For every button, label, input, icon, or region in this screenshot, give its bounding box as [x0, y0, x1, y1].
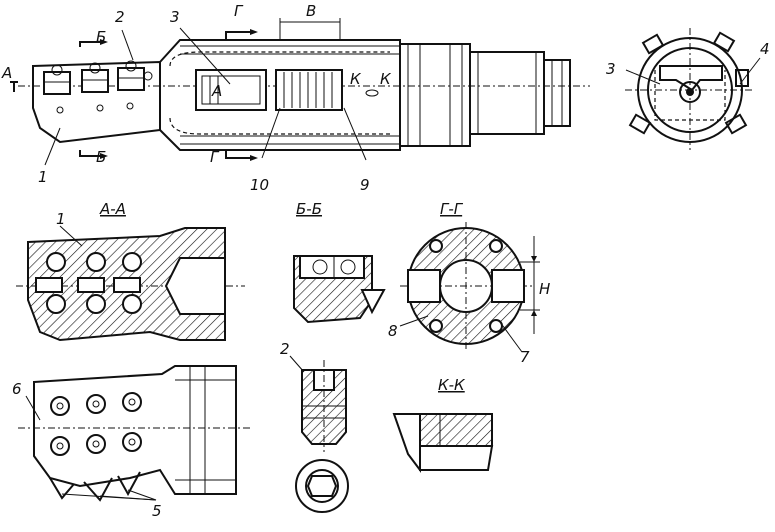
end-callout-3: 3 — [606, 60, 616, 78]
section-bb-title: Б-Б — [296, 200, 322, 218]
gg-callout-8: 8 — [388, 322, 398, 340]
dim-v-label: В — [306, 2, 316, 20]
gg-callout-7: 7 — [520, 348, 530, 366]
threaded-shank — [469, 51, 545, 135]
detail-2-screw: 2 — [280, 340, 349, 513]
callout-10: 10 — [250, 176, 269, 194]
aa-callout-1: 1 — [56, 210, 66, 228]
callout-1: 1 — [38, 168, 48, 186]
section-k-left-label: К — [350, 70, 362, 88]
callout-3: 3 — [170, 8, 180, 26]
bottom-view: 6 5 — [12, 365, 250, 520]
aa-insert-holes — [35, 252, 142, 314]
leader-2 — [121, 29, 134, 61]
section-b-top-label: Б — [96, 28, 106, 46]
section-aa-title: А-А — [99, 200, 126, 218]
end-view: 3 4 — [606, 28, 770, 150]
leader-10 — [261, 107, 281, 159]
bottom-callout-6: 6 — [12, 380, 22, 398]
bottom-callout-5: 5 — [152, 502, 162, 520]
section-b-arrow-bottom — [79, 150, 100, 157]
slot-3 — [195, 69, 267, 111]
leader-3 — [179, 27, 231, 85]
detail-callout-2: 2 — [280, 340, 290, 358]
section-kk-title: К-К — [438, 376, 466, 394]
section-g-arrow-top — [225, 31, 250, 40]
gg-dim-h: Н — [539, 280, 550, 298]
section-g-bottom-label: Г — [210, 148, 220, 166]
section-g-arrow-bottom — [225, 150, 250, 159]
section-b-bottom-label: Б — [96, 148, 106, 166]
section-kk: К-К — [392, 376, 494, 473]
leader-1 — [44, 127, 61, 166]
end-callout-4: 4 — [760, 40, 770, 58]
slot-window — [275, 69, 343, 111]
section-bb: Б-Б — [293, 200, 386, 324]
section-g-top-label: Г — [234, 2, 244, 20]
callout-2: 2 — [115, 8, 125, 26]
collar — [399, 43, 471, 147]
callout-9: 9 — [360, 176, 370, 194]
main-side-view: 1 2 3 10 9 А Б Б Г Г В К К А — [1, 2, 590, 194]
insert-a-label: А — [211, 82, 222, 100]
section-k-right-label: К — [380, 70, 392, 88]
section-gg-title: Г-Г — [440, 200, 464, 218]
insert-pockets — [43, 60, 153, 114]
section-b-arrow-top — [79, 41, 100, 47]
section-aa: А-А 1 — [16, 200, 245, 342]
leader-9 — [343, 107, 367, 161]
section-gg: Г-Г 8 7 Н — [388, 200, 550, 366]
bottom-insert-holes — [50, 392, 142, 456]
section-a-label: А — [1, 64, 12, 82]
